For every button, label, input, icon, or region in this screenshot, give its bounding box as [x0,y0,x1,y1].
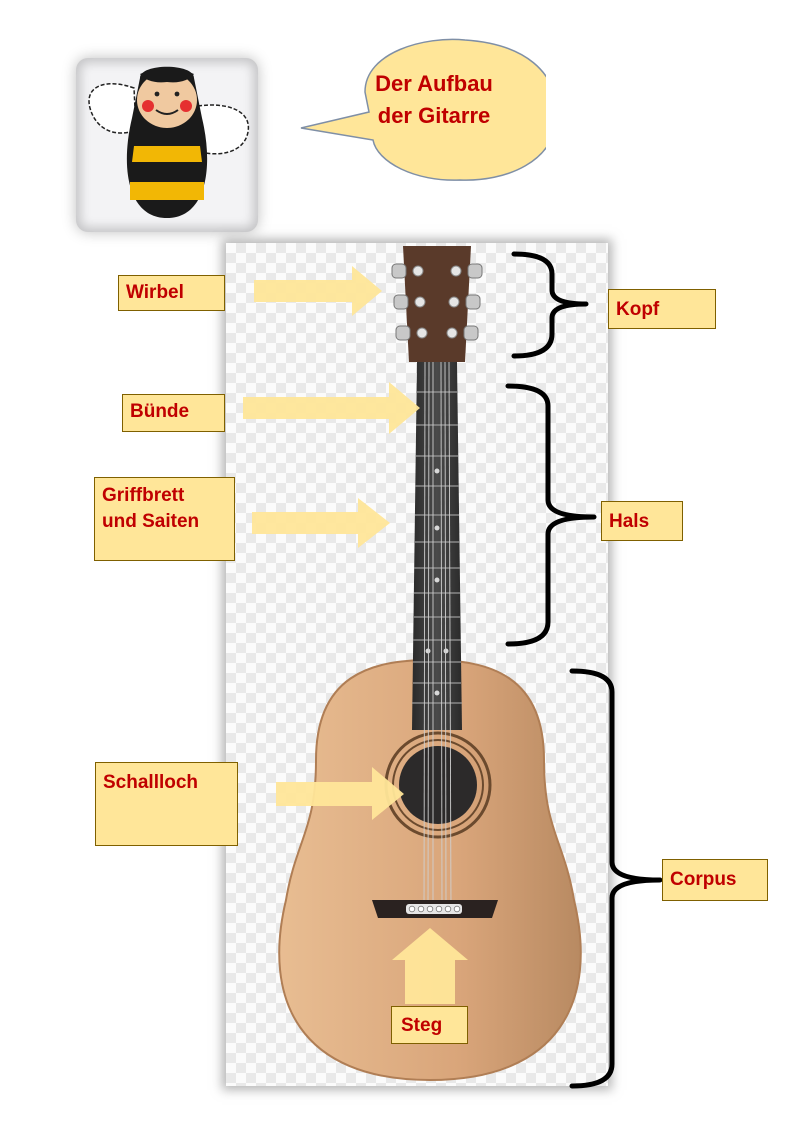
arrow-schallloch [276,767,404,820]
label-steg-text: Steg [401,1015,443,1036]
fret-markers [425,468,449,696]
arrow-steg [392,928,468,1004]
bracket-hals [505,383,597,647]
label-kopf: Kopf [608,289,716,329]
bracket-kopf [511,251,589,359]
tuning-pegs [391,263,483,341]
guitar-body [278,658,582,1082]
arrow-wirbel [254,266,382,316]
label-buende-text: Bünde [130,401,190,422]
label-wirbel: Wirbel [118,275,225,311]
sound-hole [399,746,477,824]
title-line-2: der Gitarre [377,103,491,128]
label-kopf-text: Kopf [616,299,660,320]
label-hals-text: Hals [609,511,650,532]
title-line-1: Der Aufbau [375,71,493,96]
label-hals: Hals [601,501,683,541]
label-schallloch: Schallloch [95,762,238,846]
arrow-griffbrett [252,498,390,548]
speech-bubble [300,38,546,181]
frets [412,391,462,704]
label-griffbrett: Griffbrett und Saiten [94,477,235,561]
label-schallloch-text: Schallloch [103,772,199,793]
label-griffbrett-line1: Griffbrett [102,485,185,506]
arrow-buende [243,382,420,434]
label-corpus: Corpus [662,859,768,901]
label-steg: Steg [391,1006,468,1044]
label-wirbel-text: Wirbel [126,282,184,303]
label-corpus-text: Corpus [670,869,737,890]
bee-picture [76,58,258,232]
label-buende: Bünde [122,394,225,432]
bracket-corpus [569,668,663,1089]
bee-puppet-icon [88,66,250,218]
label-griffbrett-line2: und Saiten [102,511,200,532]
diagram-title: Der Aufbau der Gitarre [330,68,538,132]
strings [423,361,452,913]
